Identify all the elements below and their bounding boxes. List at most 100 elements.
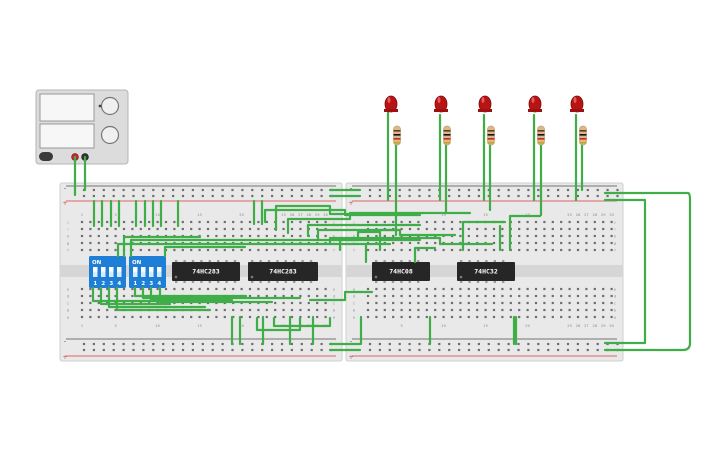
hole <box>560 234 563 238</box>
dip-toggle[interactable] <box>157 267 162 277</box>
wire[interactable] <box>378 228 397 252</box>
dip-toggle[interactable] <box>141 267 146 277</box>
led-1[interactable] <box>384 95 398 113</box>
dip-toggle[interactable] <box>93 267 98 277</box>
wire[interactable] <box>163 245 247 258</box>
dip-toggle-knob <box>149 267 154 272</box>
rail-hole <box>211 194 214 198</box>
rail-hole <box>271 194 274 198</box>
wire[interactable] <box>286 211 472 235</box>
hole <box>248 227 252 231</box>
rail-hole <box>507 188 510 192</box>
hole <box>568 301 571 305</box>
wire[interactable] <box>99 286 172 306</box>
wire[interactable] <box>116 242 212 258</box>
resistor-band <box>443 134 451 136</box>
wire[interactable] <box>461 220 507 252</box>
dip-toggle[interactable] <box>109 267 114 277</box>
current-knob[interactable] <box>100 125 120 145</box>
hole <box>593 308 596 312</box>
dip-toggle[interactable] <box>133 267 138 277</box>
hole <box>484 234 487 238</box>
hole <box>526 220 529 224</box>
dip-toggle[interactable] <box>117 267 122 277</box>
chip-pin <box>408 281 411 283</box>
hole <box>526 294 529 298</box>
hole <box>543 234 546 238</box>
hole <box>518 248 521 252</box>
hole <box>223 308 226 312</box>
rail-hole <box>527 348 530 352</box>
hole <box>89 301 92 305</box>
rail-hole <box>162 342 165 346</box>
wire[interactable] <box>129 238 198 258</box>
hole <box>232 308 235 312</box>
hole <box>173 315 176 319</box>
rail-hole <box>82 342 86 346</box>
hole <box>206 315 210 319</box>
wire[interactable] <box>306 223 422 238</box>
wire[interactable] <box>274 204 380 232</box>
wire[interactable] <box>122 235 202 258</box>
hole <box>206 248 210 252</box>
dip-toggle[interactable] <box>101 267 106 277</box>
hole <box>139 220 142 224</box>
voltage-knob[interactable] <box>100 96 120 116</box>
resistor[interactable] <box>393 125 401 146</box>
rail-hole <box>241 342 244 346</box>
resistor[interactable] <box>443 125 451 146</box>
wire[interactable] <box>603 198 647 345</box>
wire[interactable] <box>158 286 274 304</box>
wire[interactable] <box>508 214 542 252</box>
hole <box>257 248 260 252</box>
column-number: 5 <box>400 324 402 328</box>
hole <box>492 241 496 245</box>
hole <box>467 287 470 291</box>
led-3[interactable] <box>478 95 492 113</box>
wire[interactable] <box>141 286 302 300</box>
hole <box>265 248 268 252</box>
hole <box>375 248 378 252</box>
voltage-display <box>39 93 95 122</box>
wire[interactable] <box>272 316 332 328</box>
rail-hole <box>586 348 589 352</box>
wire[interactable] <box>603 191 692 352</box>
wire[interactable] <box>255 316 302 332</box>
wire[interactable] <box>115 286 212 312</box>
chip-pin <box>217 281 220 283</box>
led-2[interactable] <box>434 95 448 113</box>
resistor[interactable] <box>537 125 545 146</box>
wire[interactable] <box>149 286 234 302</box>
wire[interactable] <box>413 246 437 264</box>
hole <box>106 315 109 319</box>
resistor-band <box>443 138 451 140</box>
hole <box>198 315 201 319</box>
hole <box>576 315 580 319</box>
resistor[interactable] <box>579 125 587 146</box>
hole <box>114 248 117 252</box>
wire[interactable] <box>107 286 207 309</box>
hole <box>206 220 210 224</box>
rail-hole <box>310 188 313 192</box>
led-4[interactable] <box>528 95 542 113</box>
power-supply[interactable] <box>35 89 129 165</box>
hole <box>534 301 538 305</box>
resistor[interactable] <box>487 125 495 146</box>
rail-hole <box>261 348 264 352</box>
column-number: 5 <box>114 213 116 217</box>
wire[interactable] <box>316 228 457 242</box>
row-letter: d <box>67 294 69 298</box>
led-5[interactable] <box>570 95 584 113</box>
dip-toggle[interactable] <box>149 267 154 277</box>
wire[interactable] <box>133 286 248 298</box>
hole <box>476 234 479 238</box>
row-letter: b <box>67 308 70 312</box>
hole <box>551 248 554 252</box>
rail-hole <box>368 348 372 352</box>
wire[interactable] <box>308 290 374 302</box>
power-switch[interactable] <box>39 152 53 161</box>
